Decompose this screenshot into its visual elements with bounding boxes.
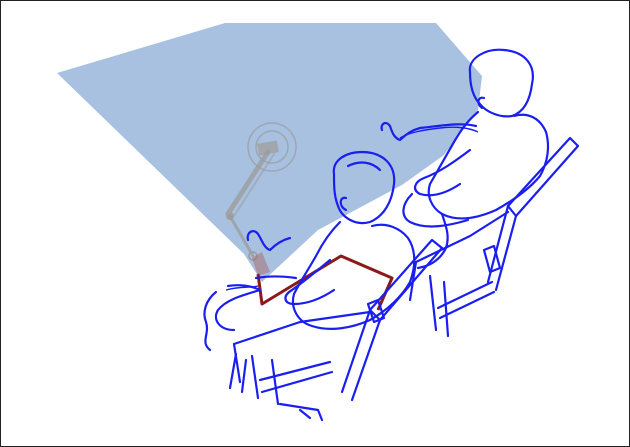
chair-front-lower-crossbar xyxy=(280,404,322,420)
chair-back xyxy=(410,138,578,336)
chair-back-rear-leg xyxy=(488,206,516,290)
chair-front-front-leg xyxy=(252,356,278,404)
person-front-lap xyxy=(216,290,260,330)
person-front-leg xyxy=(204,292,216,350)
chair-front-crossbar xyxy=(260,362,332,392)
chair-back-front-leg xyxy=(430,276,448,336)
chair-back-backrest xyxy=(508,138,578,216)
